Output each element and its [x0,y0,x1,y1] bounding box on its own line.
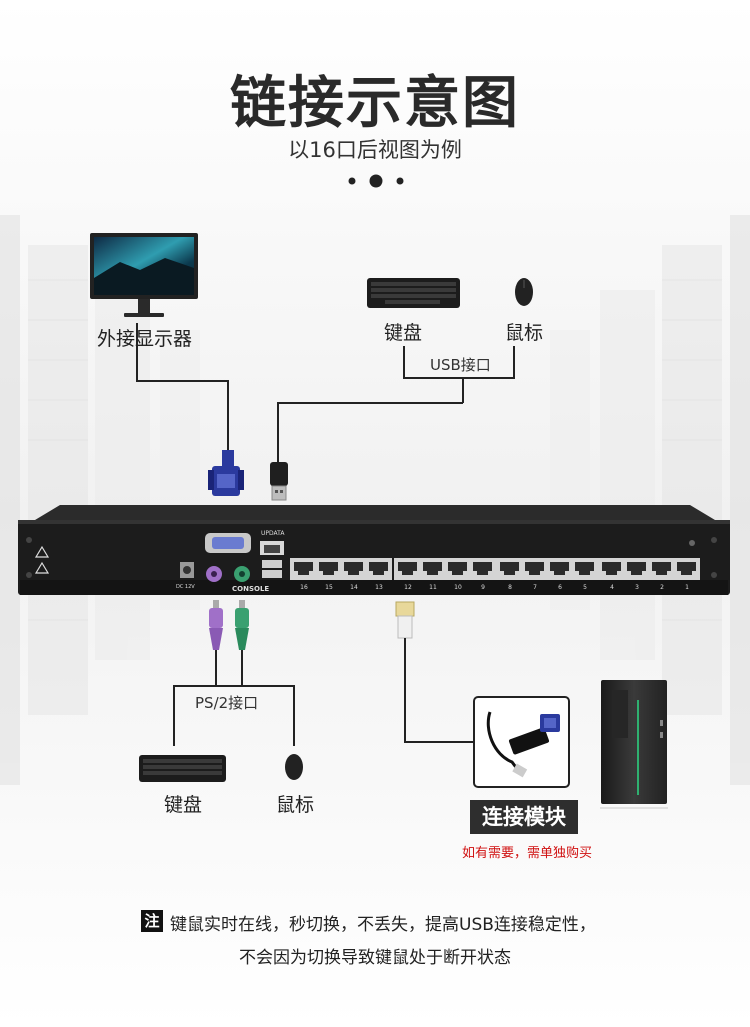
rj45-port [294,562,313,575]
rj45-port [525,562,544,575]
rj45-port-group [598,558,700,580]
port-number-label: 15 [325,584,333,591]
rj45-port [448,562,467,575]
port-number-label: 3 [635,584,639,591]
monitor-icon [90,233,198,317]
usb-plug-icon [270,462,288,501]
usb-keyboard-label: 键盘 [384,322,423,344]
port-number-label: 4 [610,584,614,591]
rj45-port-group [394,558,496,580]
port-number-label: 6 [558,584,562,591]
rj45-port-group [496,558,598,580]
footer-note-line-2: 不会因为切换导致键鼠处于断开状态 [239,948,511,968]
vga-plug-icon [208,450,244,496]
ps2-plugs-icon [209,600,249,650]
console-label: CONSOLE [232,585,270,593]
usb-mouse-label: 鼠标 [505,322,544,344]
ps2-port-label: PS/2接口 [195,694,259,712]
port-number-label: 14 [350,584,358,591]
ps2-connection-lines [173,650,295,746]
port-number-label: 11 [429,584,437,591]
monitor-label: 外接显示器 [97,328,193,350]
rj45-port [344,562,363,575]
rj45-port-group [290,558,392,580]
page-subtitle: 以16口后视图为例 [288,138,462,162]
port-number-label: 10 [454,584,462,591]
rj45-port [627,562,646,575]
ps2-mouse-icon [285,754,303,780]
port-number-label: 12 [404,584,412,591]
port-number-label: 13 [375,584,383,591]
module-title: 连接模块 [470,800,578,834]
rj45-port [575,562,594,575]
usb-port-label: USB接口 [430,356,491,374]
kvm-switch-rear-panel [18,505,730,595]
page-title: 链接示意图 [230,71,520,136]
connection-module-image [473,696,570,788]
port-number-label: 2 [660,584,664,591]
usb-mouse-icon [515,278,533,306]
module-connection-line [404,638,474,743]
port-number-label: 8 [508,584,512,591]
usb-keyboard-icon [367,278,460,308]
footer-note-line-1: 键鼠实时在线，秒切换，不丢失，提高USB连接稳定性， [170,915,596,935]
rj45-port [500,562,519,575]
port-number-label: 7 [533,584,537,591]
rj45-port [319,562,338,575]
rj45-port [652,562,671,575]
port-number-label: 5 [583,584,587,591]
ps2-mouse-label: 鼠标 [276,794,315,816]
power-label: DC 12V [176,584,195,590]
rj45-port [473,562,492,575]
pager-dots [348,174,404,188]
port-number-label: 16 [300,584,308,591]
rj45-port [423,562,442,575]
rj45-port [602,562,621,575]
upgrade-port-label: UPDATA [261,530,285,537]
port-number-label: 1 [685,584,689,591]
computer-tower-icon [601,680,667,804]
ps2-keyboard-label: 键盘 [164,794,203,816]
rj45-port [398,562,417,575]
port-number-label: 9 [481,584,485,591]
note-badge: 注 [141,910,163,932]
ps2-keyboard-icon [139,755,226,782]
rj45-plug-icon [395,601,415,639]
rj45-port [550,562,569,575]
usb-connection-lines [277,346,515,462]
module-note: 如有需要，需单独购买 [461,846,592,861]
rj45-port [369,562,388,575]
vga-connection-line [136,323,229,462]
rj45-port [677,562,696,575]
